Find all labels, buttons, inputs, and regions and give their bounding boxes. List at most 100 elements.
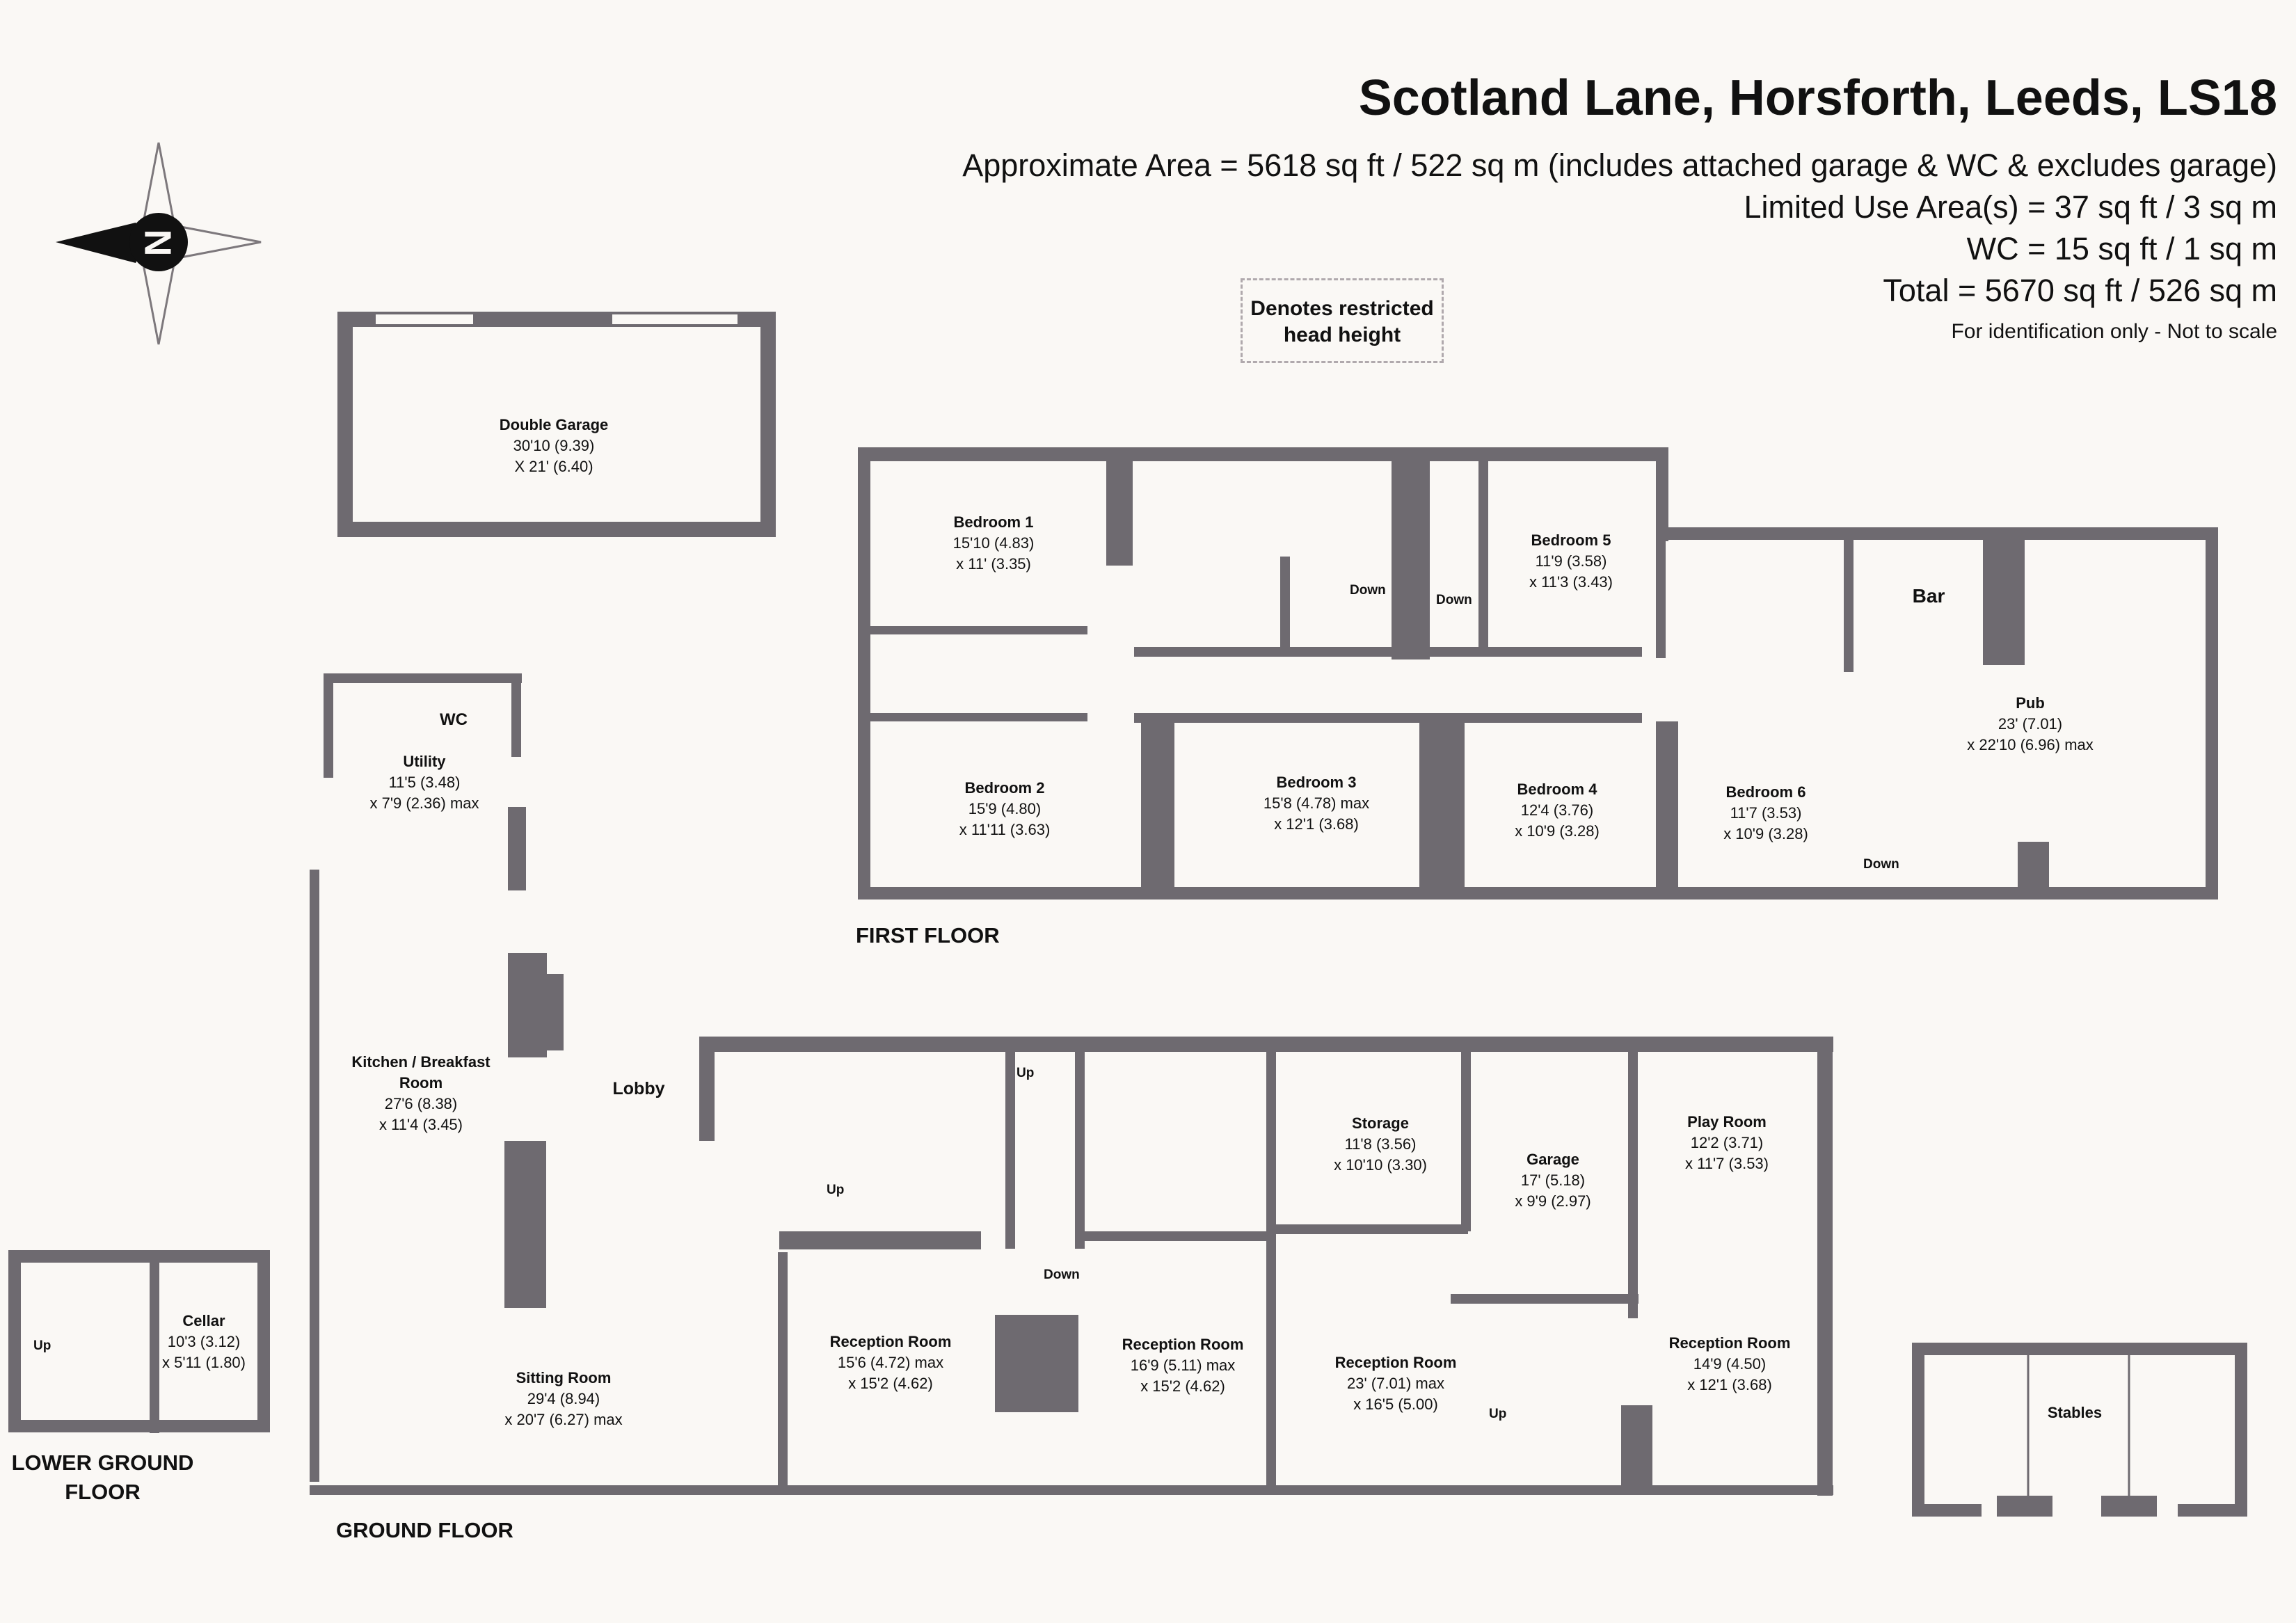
stair-label-up: Up: [827, 1183, 845, 1197]
room-dim: x 9'9 (2.97): [1515, 1192, 1591, 1210]
room-name: Storage: [1352, 1114, 1409, 1132]
room-bedroom-4: Bedroom 4 12'4 (3.76) x 10'9 (3.28): [1515, 779, 1600, 842]
room-pub: Pub 23' (7.01) x 22'10 (6.96) max: [1967, 693, 2094, 755]
room-lobby: Lobby: [613, 1078, 665, 1099]
stair-label-down: Down: [1350, 583, 1386, 598]
room-dim: x 20'7 (6.27) max: [504, 1411, 623, 1428]
room-dim: 15'9 (4.80): [968, 800, 1042, 817]
room-dim: x 12'1 (3.68): [1274, 815, 1359, 833]
room-bar: Bar: [1913, 586, 1945, 607]
room-play-room: Play Room 12'2 (3.71) x 11'7 (3.53): [1685, 1112, 1769, 1174]
room-name: Reception Room: [829, 1333, 952, 1350]
area-line-limited-use: Limited Use Area(s) = 37 sq ft / 3 sq m: [1744, 189, 2277, 225]
room-sitting: Sitting Room 29'4 (8.94) x 20'7 (6.27) m…: [504, 1368, 622, 1430]
area-line-wc: WC = 15 sq ft / 1 sq m: [1966, 231, 2277, 266]
room-name: Pub: [2016, 694, 2045, 712]
double-garage-walls: [337, 312, 776, 537]
page-title: Scotland Lane, Horsforth, Leeds, LS18: [1358, 70, 2277, 126]
room-dim: 12'2 (3.71): [1690, 1134, 1764, 1151]
room-reception-4: Reception Room 14'9 (4.50) x 12'1 (3.68): [1669, 1333, 1791, 1396]
room-dim: 14'9 (4.50): [1693, 1355, 1767, 1373]
compass-letter: N: [137, 229, 180, 257]
room-name: Utility: [403, 753, 446, 770]
stair-label-down: Down: [1436, 593, 1472, 607]
room-cellar: Cellar 10'3 (3.12) x 5'11 (1.80): [162, 1311, 246, 1373]
room-dim: 15'10 (4.83): [952, 534, 1035, 552]
room-dim: x 7'9 (2.36) max: [369, 794, 479, 812]
room-bedroom-3: Bedroom 3 15'8 (4.78) max x 12'1 (3.68): [1263, 772, 1369, 835]
room-dim: x 10'10 (3.30): [1334, 1156, 1427, 1174]
room-dim: x 11'11 (3.63): [959, 821, 1051, 838]
room-dim: x 22'10 (6.96) max: [1967, 736, 2094, 753]
room-storage: Storage 11'8 (3.56) x 10'10 (3.30): [1334, 1113, 1427, 1176]
room-dim: x 10'9 (3.28): [1723, 825, 1808, 842]
room-dim: x 11' (3.35): [956, 555, 1031, 573]
room-name: Reception Room: [1334, 1354, 1457, 1371]
room-name: Bedroom 2: [964, 779, 1045, 797]
room-dim: 11'8 (3.56): [1344, 1135, 1417, 1153]
room-name: Bedroom 5: [1531, 531, 1611, 549]
stair-label-up: Up: [1017, 1066, 1035, 1080]
room-reception-1: Reception Room 15'6 (4.72) max x 15'2 (4…: [830, 1332, 952, 1394]
room-name: Cellar: [182, 1312, 225, 1329]
room-name: Double Garage: [499, 416, 609, 433]
room-stables: Stables: [2048, 1402, 2102, 1423]
room-dim: 11'7 (3.53): [1730, 804, 1802, 822]
room-name: Garage: [1526, 1151, 1579, 1168]
room-utility: Utility 11'5 (3.48) x 7'9 (2.36) max: [369, 751, 479, 814]
area-line-total: Total = 5670 sq ft / 526 sq m: [1883, 273, 2277, 308]
room-dim: 16'9 (5.11) max: [1130, 1357, 1236, 1374]
room-name: Bar: [1912, 585, 1945, 607]
stables-walls: [1912, 1343, 2247, 1517]
room-wc: WC: [440, 710, 468, 730]
room-name: Bedroom 4: [1517, 781, 1597, 798]
room-dim: x 10'9 (3.28): [1515, 822, 1600, 840]
ground-floor-walls: [310, 673, 1833, 1496]
room-dim: 29'4 (8.94): [527, 1390, 600, 1407]
stair-label-down: Down: [1044, 1268, 1080, 1282]
room-dim: 11'9 (3.58): [1535, 552, 1607, 570]
restricted-head-height-legend: Denotes restricted head height: [1241, 278, 1444, 363]
disclaimer: For identification only - Not to scale: [1951, 320, 2277, 343]
room-dim: x 11'7 (3.53): [1685, 1155, 1769, 1172]
room-name: Bedroom 6: [1725, 783, 1806, 801]
room-bedroom-2: Bedroom 2 15'9 (4.80) x 11'11 (3.63): [959, 778, 1051, 840]
room-bedroom-6: Bedroom 6 11'7 (3.53) x 10'9 (3.28): [1723, 782, 1808, 845]
room-name: Lobby: [612, 1079, 665, 1098]
room-dim: 30'10 (9.39): [513, 437, 595, 454]
room-bedroom-1: Bedroom 1 15'10 (4.83) x 11' (3.35): [953, 512, 1035, 575]
room-dim: 23' (7.01): [1998, 715, 2063, 733]
floor-label-ground: GROUND FLOOR: [336, 1518, 513, 1542]
stair-label-down: Down: [1863, 857, 1899, 872]
room-dim: 15'8 (4.78) max: [1263, 794, 1370, 812]
room-reception-2: Reception Room 16'9 (5.11) max x 15'2 (4…: [1122, 1334, 1244, 1397]
room-name: WC: [440, 710, 468, 729]
room-dim: 17' (5.18): [1520, 1172, 1586, 1189]
room-dim: x 12'1 (3.68): [1687, 1376, 1772, 1393]
area-line-approximate: Approximate Area = 5618 sq ft / 522 sq m…: [962, 147, 2277, 183]
room-name: Play Room: [1687, 1113, 1767, 1130]
room-dim: x 11'4 (3.45): [379, 1116, 463, 1133]
room-name: Bedroom 1: [953, 513, 1034, 531]
room-reception-3: Reception Room 23' (7.01) max x 16'5 (5.…: [1335, 1352, 1457, 1415]
room-kitchen: Kitchen / Breakfast Room 27'6 (8.38) x 1…: [344, 1052, 497, 1135]
room-dim: 15'6 (4.72) max: [837, 1354, 944, 1371]
room-double-garage: Double Garage 30'10 (9.39) X 21' (6.40): [500, 415, 608, 477]
room-name: Bedroom 3: [1276, 774, 1357, 791]
first-floor-walls: [858, 447, 2218, 900]
room-dim: x 5'11 (1.80): [162, 1354, 246, 1371]
stair-label-up: Up: [1489, 1407, 1507, 1421]
stair-label-up: Up: [33, 1338, 51, 1353]
room-dim: 27'6 (8.38): [384, 1095, 458, 1112]
room-name: Reception Room: [1668, 1334, 1791, 1352]
room-dim: 10'3 (3.12): [167, 1333, 241, 1350]
floor-label-first: FIRST FLOOR: [856, 923, 1000, 948]
room-name: Reception Room: [1122, 1336, 1244, 1353]
compass-icon: [56, 142, 262, 345]
room-dim: X 21' (6.40): [514, 458, 593, 475]
room-dim: 11'5 (3.48): [388, 774, 461, 791]
room-name: Stables: [2047, 1404, 2103, 1421]
room-dim: x 15'2 (4.62): [1140, 1377, 1225, 1395]
room-dim: x 16'5 (5.00): [1353, 1396, 1438, 1413]
